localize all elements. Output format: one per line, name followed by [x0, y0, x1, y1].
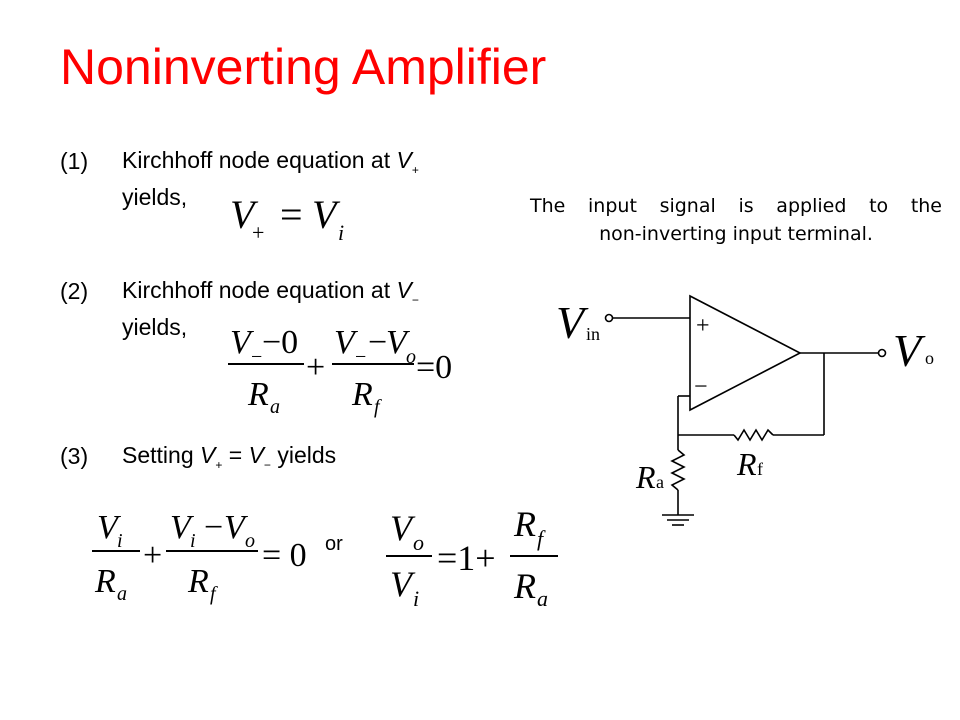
- eq2-den1: R: [247, 376, 269, 413]
- vin-sub: in: [586, 324, 600, 344]
- eq2-rhs: =0: [416, 349, 452, 386]
- step-1-prefix: Kirchhoff node equation at: [122, 147, 397, 173]
- eq3-minus: −: [204, 509, 223, 546]
- step-3-sub2: −: [263, 458, 271, 472]
- minus-sign: −: [694, 374, 708, 400]
- eq4-num2: R: [513, 504, 536, 544]
- eq4-num: V: [390, 508, 416, 548]
- step-1-text: Kirchhoff node equation at V+ yields,: [122, 144, 419, 214]
- vin-label: V: [556, 297, 589, 348]
- step-3-number: (3): [60, 443, 89, 469]
- vo-terminal: [877, 348, 887, 358]
- step-3-var2: V: [248, 442, 264, 468]
- step-3-sub1: +: [215, 458, 223, 472]
- step-3-text-c: yields: [270, 442, 337, 468]
- eq2-num1-sub: −: [251, 346, 262, 368]
- step-2-yields: yields,: [122, 314, 188, 340]
- rf-resistor: [733, 428, 774, 442]
- step-2-number: (2): [60, 278, 89, 304]
- step-2-var: V: [396, 277, 412, 303]
- vin-terminal: [604, 313, 614, 323]
- eq4-den2-sub: a: [537, 586, 548, 611]
- ra-sub: a: [656, 472, 664, 492]
- opamp-triangle: [689, 294, 802, 412]
- opamp-circuit: V in + − V o R f R a: [556, 294, 934, 526]
- eq2-num2-minus: −: [368, 324, 387, 361]
- plus-sign: +: [696, 313, 710, 339]
- note-line-2: non-inverting input terminal.: [599, 223, 873, 245]
- rf-label: R: [736, 446, 757, 482]
- eq3-plus: +: [143, 537, 162, 574]
- eq4-num2-sub: f: [537, 526, 546, 551]
- eq4-den2: R: [513, 566, 536, 606]
- eq1-rhs: V: [312, 192, 341, 237]
- or-label: or: [325, 533, 343, 555]
- eq2-num2-b-sub: o: [406, 346, 416, 368]
- step-2-text: Kirchhoff node equation at V− yields,: [122, 274, 419, 344]
- step-1-sub: +: [411, 163, 419, 177]
- eq3-den2-sub: f: [210, 583, 218, 605]
- step-2-sub: −: [411, 293, 419, 307]
- step-2-prefix: Kirchhoff node equation at: [122, 277, 397, 303]
- equation-2: V − −0 R a + V − − V o R f =0: [228, 324, 452, 418]
- eq3-rhs: = 0: [262, 537, 307, 574]
- equation-1: V + = V i: [230, 192, 344, 245]
- eq3-num2b-sub: o: [245, 530, 255, 552]
- eq1-lhs: V: [230, 192, 259, 237]
- step-3-text-b: =: [222, 442, 249, 468]
- eq2-den2-sub: f: [374, 396, 382, 418]
- step-3-text-a: Setting: [122, 442, 200, 468]
- eq3-den2: R: [187, 563, 209, 600]
- eq1-lhs-sub: +: [252, 220, 264, 245]
- eq3-num1-sub: i: [117, 530, 123, 552]
- eq3-den1-sub: a: [117, 583, 127, 605]
- ra-label: R: [635, 459, 656, 495]
- eq3-num2a-sub: i: [190, 530, 196, 552]
- vo-sub: o: [925, 348, 934, 368]
- step-1-number: (1): [60, 148, 89, 174]
- step-3-text: Setting V+ = V− yields: [122, 439, 336, 476]
- eq4-den-sub: i: [413, 586, 419, 611]
- eq4-num-sub: o: [413, 530, 424, 555]
- slide-title: Noninverting Amplifier: [60, 39, 547, 95]
- step-1-yields: yields,: [122, 184, 188, 210]
- ra-resistor: [670, 449, 686, 491]
- eq2-num1-rest: −0: [262, 324, 298, 361]
- eq2-den1-sub: a: [270, 396, 280, 418]
- vo-label: V: [893, 325, 926, 376]
- eq4-mid: =1+: [437, 538, 496, 578]
- step-1-var: V: [396, 147, 412, 173]
- eq1-rhs-sub: i: [338, 220, 344, 245]
- eq4-den: V: [390, 564, 416, 604]
- eq2-num2-sub: −: [355, 346, 366, 368]
- step-3-var1: V: [200, 442, 216, 468]
- eq2-plus: +: [306, 349, 325, 386]
- eq2-den2: R: [351, 376, 373, 413]
- equation-3: V i R a + V i − V o R f = 0: [92, 509, 307, 605]
- equation-4: V o V i =1+ R f R a: [386, 504, 558, 611]
- eq3-den1: R: [94, 563, 116, 600]
- eq1-eq: =: [280, 192, 303, 237]
- rf-sub: f: [757, 459, 763, 479]
- note-line-1: The input signal is applied to the: [530, 195, 942, 217]
